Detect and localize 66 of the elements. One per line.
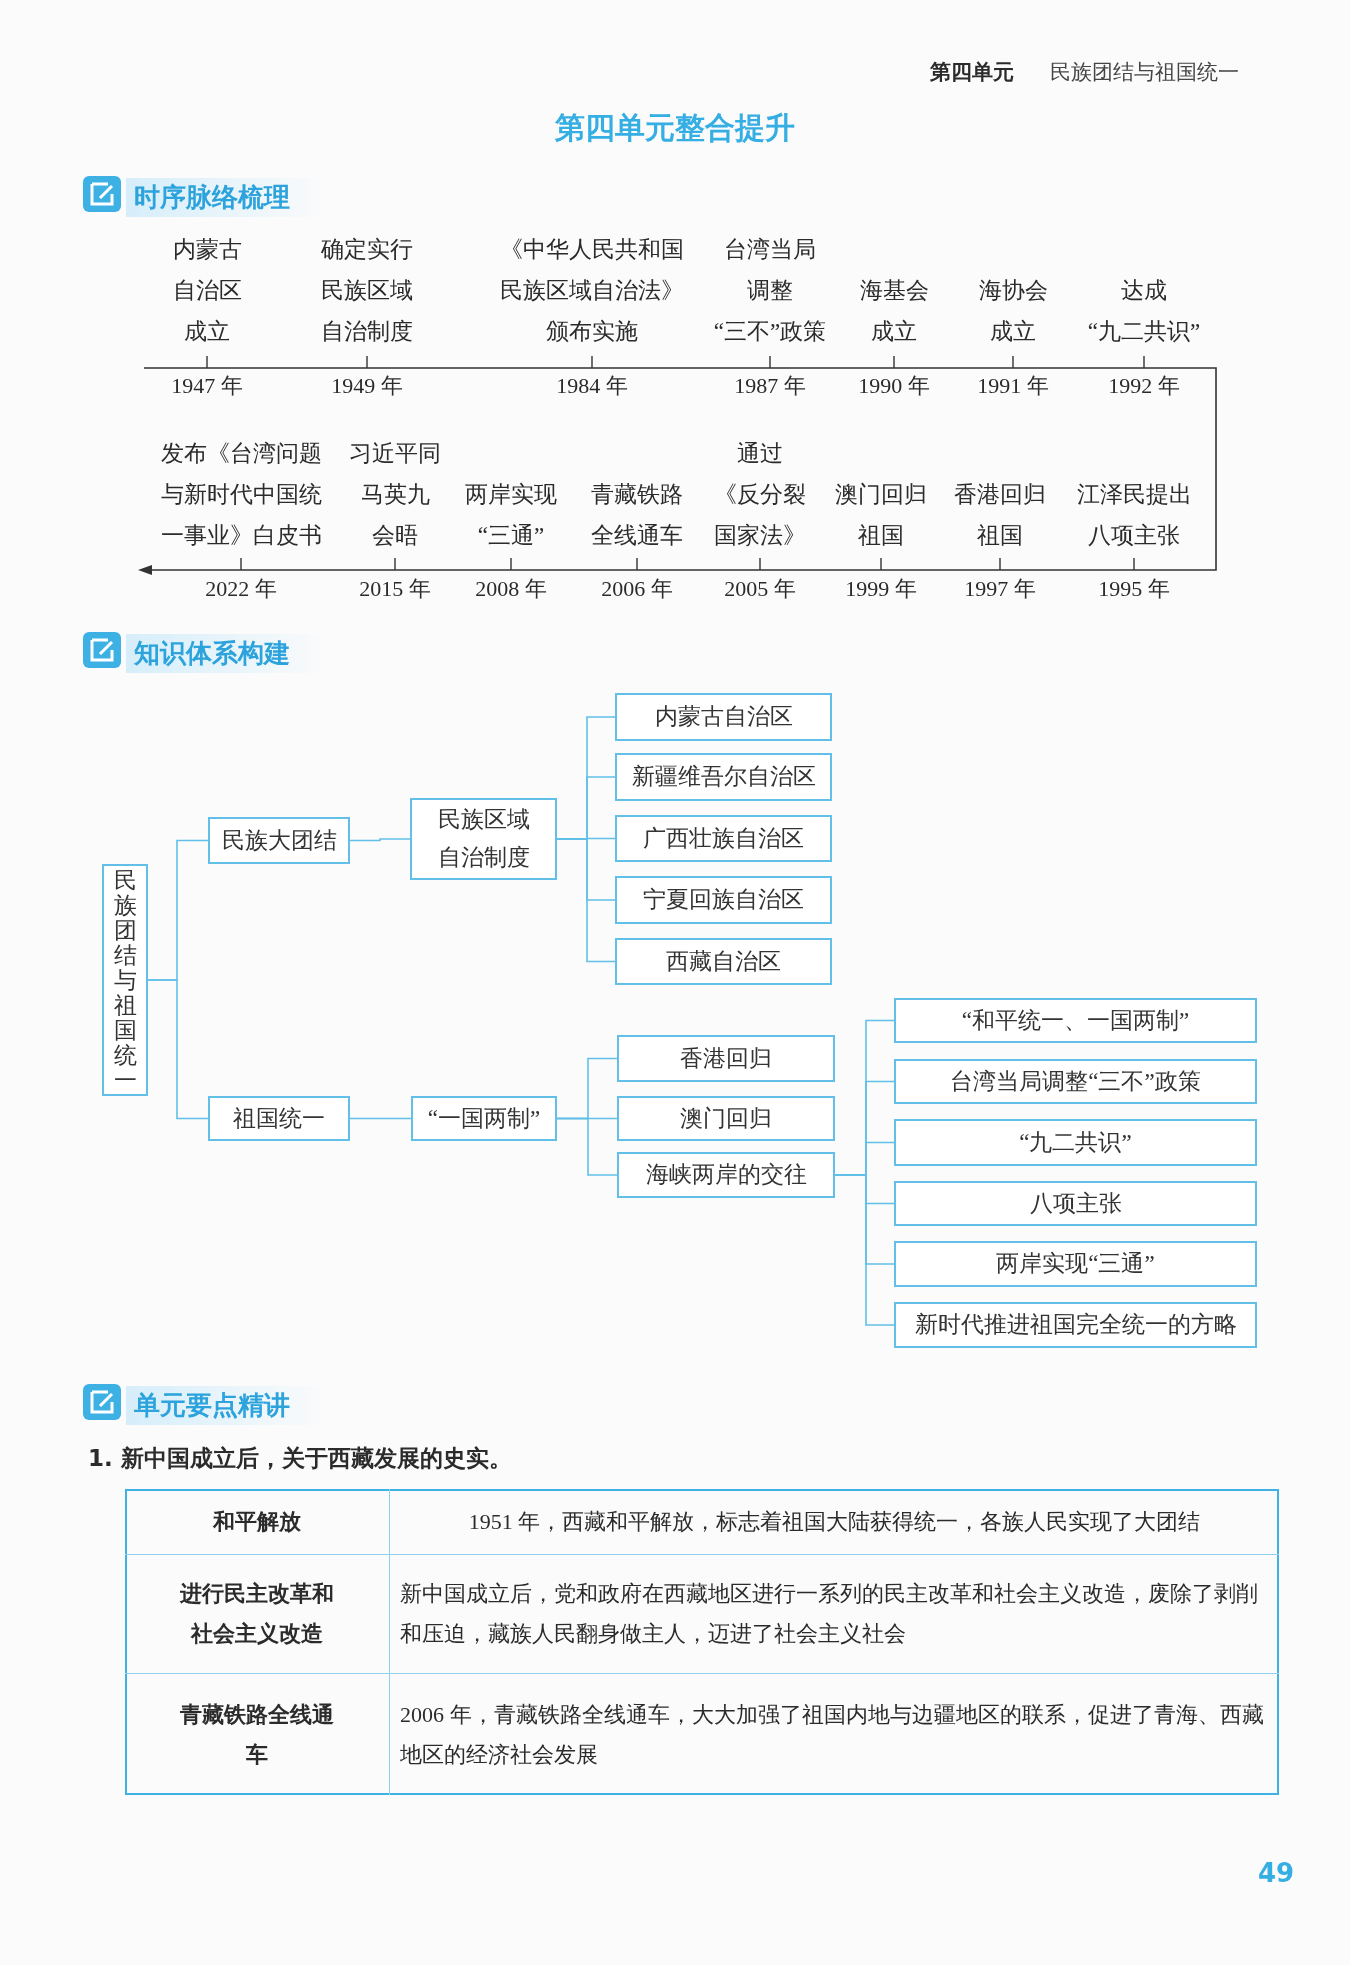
concept-box: 新时代推进祖国完全统一的方略 (894, 1302, 1257, 1348)
concept-box: “和平统一、一国两制” (894, 998, 1257, 1043)
event-text: 内蒙古自治区成立 (172, 236, 242, 346)
header-cell: 进行民主改革和社会主义改造 (125, 1554, 390, 1673)
year-label: 1999 年 (845, 575, 917, 603)
table-cell: 2006 年，青藏铁路全线通车，大大加强了祖国内地与边疆地区的联系，促进了青海、西藏地区的经济社会发展 (390, 1673, 1279, 1795)
year-label: 1995 年 (1098, 575, 1170, 603)
connector-line (556, 838, 616, 963)
concept-box: 内蒙古自治区 (615, 693, 832, 741)
event-text: 澳门回归祖国 (835, 481, 927, 550)
concept-box: 两岸实现“三通” (894, 1241, 1257, 1287)
event-text: 《中华人民共和国民族区域自治法》颁布实施 (500, 236, 684, 346)
year-label: 1947 年 (171, 372, 243, 400)
year-label: 1990 年 (858, 372, 930, 400)
question-text: 1. 新中国成立后，关于西藏发展的史实。 (88, 1444, 512, 1473)
year-label: 1991 年 (977, 372, 1049, 400)
year-label: 2022 年 (205, 575, 277, 603)
concept-box: 八项主张 (894, 1181, 1257, 1226)
concept-box: 新疆维吾尔自治区 (615, 753, 832, 801)
event-text: 海协会成立 (978, 277, 1048, 346)
concept-box: 宁夏回族自治区 (615, 876, 832, 924)
year-label: 2006 年 (601, 575, 673, 603)
year-label: 1997 年 (964, 575, 1036, 603)
concept-box: 民族大团结 (208, 817, 350, 864)
header-cell: 青藏铁路全线通车 (125, 1673, 390, 1795)
year-label: 1992 年 (1108, 372, 1180, 400)
event-text: 达成“九二共识” (1087, 277, 1201, 346)
event-text: 确定实行民族区域自治制度 (321, 236, 413, 346)
year-label: 1984 年 (556, 372, 628, 400)
connector-line (834, 1174, 895, 1326)
event-text: 香港回归祖国 (954, 481, 1046, 550)
connector-line (349, 838, 411, 842)
concept-box: 祖国统一 (208, 1096, 350, 1141)
event-text: 海基会成立 (859, 277, 929, 346)
concept-box: 西藏自治区 (615, 938, 832, 985)
connector-line (349, 1117, 412, 1120)
concept-box: 海峡两岸的交往 (617, 1152, 835, 1198)
concept-box: 民族团结与祖国统一 (102, 864, 148, 1096)
event-text: 通过《反分裂国家法》 (714, 440, 806, 550)
running-header: 第四单元 (930, 59, 1014, 86)
concept-box: “九二共识” (894, 1119, 1257, 1166)
year-label: 2015 年 (359, 575, 431, 603)
event-text: 江泽民提出八项主张 (1076, 481, 1192, 550)
year-label: 2005 年 (724, 575, 796, 603)
event-text: 台湾当局调整“三不”政策 (713, 236, 827, 346)
event-text: 发布《台湾问题与新时代中国统一事业》白皮书 (160, 440, 322, 550)
concept-box: 香港回归 (617, 1035, 835, 1082)
running-header: 民族团结与祖国统一 (1050, 59, 1239, 86)
connector-line (556, 1117, 618, 1176)
table-cell-text: 1951 年，西藏和平解放，标志着祖国大陆获得统一，各族人民实现了大团结 (467, 1507, 1202, 1536)
event-text: 习近平同马英九会晤 (349, 440, 441, 550)
year-label: 1987 年 (734, 372, 806, 400)
event-text: 两岸实现“三通” (465, 481, 557, 550)
year-label: 2008 年 (475, 575, 547, 603)
year-label: 1949 年 (331, 372, 403, 400)
page-number: 49 (1258, 1858, 1295, 1888)
concept-box: 澳门回归 (617, 1096, 835, 1141)
page-title: 第四单元整合提升 (554, 109, 796, 147)
connector-line (147, 979, 209, 1120)
concept-box: 民族区域自治制度 (410, 798, 557, 880)
event-text: 青藏铁路全线通车 (591, 481, 683, 550)
concept-box: “一国两制” (411, 1096, 557, 1141)
header-cell: 和平解放 (125, 1489, 390, 1554)
table-cell: 新中国成立后，党和政府在西藏地区进行一系列的民主改革和社会主义改造，废除了剥削和压迫，藏族人民翻身做主人，迈进了社会主义社会 (390, 1554, 1279, 1673)
concept-box: 广西壮族自治区 (615, 815, 832, 862)
concept-box: 台湾当局调整“三不”政策 (894, 1059, 1257, 1104)
